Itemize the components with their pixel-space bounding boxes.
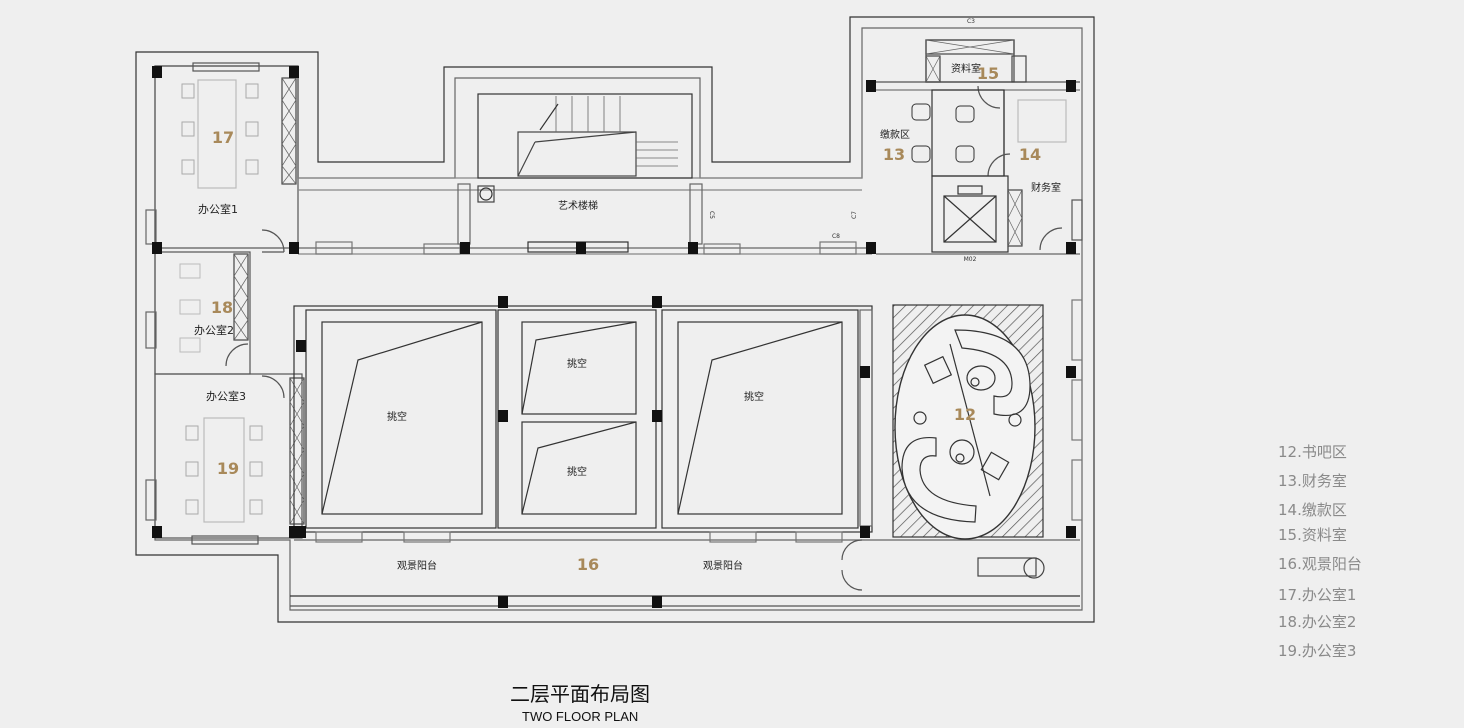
number-17: 17	[212, 128, 234, 147]
legend-item: 16.观景阳台	[1278, 555, 1362, 573]
legend-item: 15.资料室	[1278, 526, 1347, 544]
number-13: 13	[883, 145, 905, 164]
office2-room	[154, 251, 251, 375]
number-15: 15	[977, 64, 999, 83]
number-16: 16	[577, 555, 599, 574]
legend-item: 12.书吧区	[1278, 443, 1347, 461]
outer-wall	[135, 16, 1095, 623]
legend-item: 14.缴款区	[1278, 501, 1347, 519]
plan-subtitle: TWO FLOOR PLAN	[522, 709, 639, 724]
label-finance: 财务室	[1031, 181, 1061, 194]
legend-item: 18.办公室2	[1278, 613, 1357, 631]
label-archive: 资料室	[951, 62, 981, 75]
tag-c5: C5	[708, 211, 715, 219]
office3-room	[154, 373, 303, 539]
atrium-frame	[293, 305, 873, 533]
stairs-area	[477, 93, 693, 179]
label-void-mid-bottom: 挑空	[567, 465, 587, 478]
tag-c7: C7	[851, 211, 858, 219]
label-office1: 办公室1	[198, 202, 238, 216]
label-office2: 办公室2	[194, 323, 234, 337]
label-payment: 缴款区	[880, 128, 910, 141]
legend-item: 19.办公室3	[1278, 642, 1357, 660]
legend-item: 17.办公室1	[1278, 586, 1357, 604]
number-18: 18	[211, 298, 233, 317]
number-19: 19	[217, 459, 239, 478]
label-balcony-left: 观景阳台	[397, 559, 437, 572]
room-legend: 12.书吧区 13.财务室 14.缴款区 15.资料室 16.观景阳台 17.办…	[1278, 442, 1362, 670]
label-stairs: 艺术楼梯	[558, 199, 598, 212]
label-balcony-right: 观景阳台	[703, 559, 743, 572]
label-void-right: 挑空	[744, 390, 764, 403]
label-office3: 办公室3	[206, 389, 246, 403]
office1-room	[154, 65, 299, 249]
tag-m02: M02	[964, 256, 977, 263]
plan-title: 二层平面布局图	[510, 682, 650, 706]
number-12: 12	[954, 405, 976, 424]
label-void-left: 挑空	[387, 410, 407, 423]
legend-item: 13.财务室	[1278, 472, 1347, 490]
tag-c8: C8	[832, 233, 840, 240]
tag-c3: C3	[967, 18, 975, 25]
number-14: 14	[1019, 145, 1041, 164]
label-void-mid-top: 挑空	[567, 357, 587, 370]
